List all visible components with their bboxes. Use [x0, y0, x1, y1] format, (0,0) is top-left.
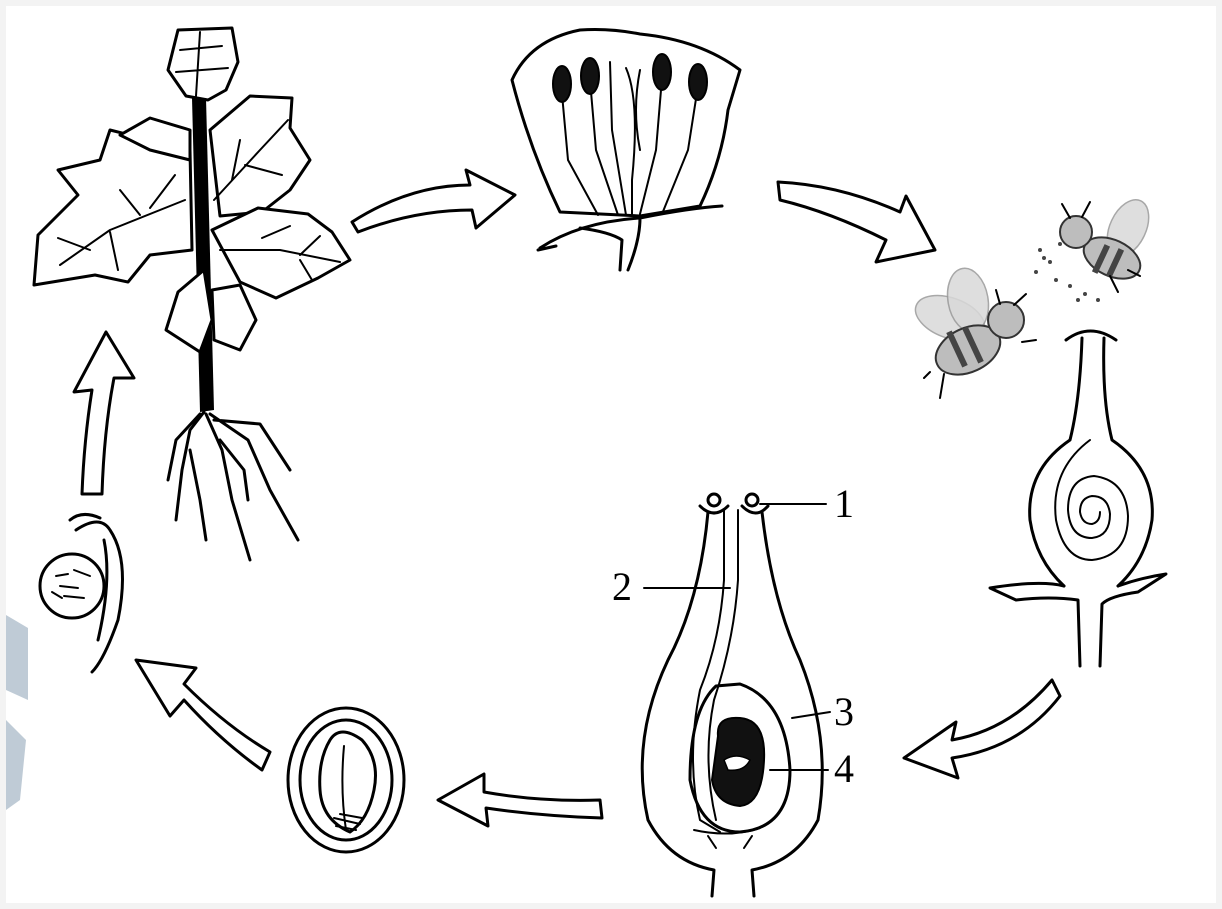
flower-petal-outline	[512, 30, 740, 217]
stigma-lobes	[700, 506, 768, 513]
pistil	[990, 331, 1166, 666]
edge-mark-bottom	[6, 720, 26, 810]
flower	[512, 30, 740, 271]
seed-coat-inner	[300, 720, 392, 840]
seedling-tip	[70, 514, 100, 520]
germinating-seed-contents	[52, 570, 90, 598]
plant-top-bud	[168, 28, 238, 100]
leaf-small-left	[166, 270, 212, 352]
pollen-grain-2	[746, 494, 758, 506]
label-2: 2	[612, 564, 632, 609]
arrow-plant-to-flower	[352, 170, 515, 232]
germinating-seed-coat	[40, 554, 104, 618]
anther-4	[689, 64, 707, 100]
leaf-right-upper	[210, 96, 310, 216]
diagram-canvas: 1 2 3 4	[6, 6, 1216, 903]
anther-3	[653, 54, 671, 90]
bee-lower	[909, 265, 1036, 398]
plant-roots	[168, 412, 298, 560]
bee-lower-head	[988, 302, 1024, 338]
arrow-seedling-to-plant	[74, 332, 134, 494]
seed-embryo	[320, 732, 376, 832]
leaf-right-lower	[212, 208, 350, 298]
plant-life-cycle-diagram: 1 2 3 4	[6, 6, 1216, 903]
leader-line-3	[792, 712, 830, 718]
label-1: 1	[834, 481, 854, 526]
pistil-outline	[1030, 331, 1153, 586]
seed	[288, 708, 404, 852]
seed-radicle	[334, 746, 362, 830]
pistil-base	[990, 574, 1166, 666]
ovary-section	[642, 494, 822, 896]
arrow-ovary-to-seed	[438, 774, 602, 826]
pollen-grain-1	[708, 494, 720, 506]
arrow-pistil-to-ovary	[904, 680, 1060, 778]
germinating-seed	[40, 514, 123, 672]
arrow-seed-to-seedling	[136, 660, 270, 770]
anther-1	[553, 66, 571, 102]
label-3: 3	[834, 689, 854, 734]
ovary-outer-wall	[642, 512, 822, 896]
leaf-small-right	[212, 285, 256, 350]
bee-upper	[1060, 193, 1157, 292]
label-4: 4	[834, 746, 854, 791]
edge-mark-top	[6, 615, 28, 700]
anther-2	[581, 58, 599, 94]
pistil-ovule-spiral	[1055, 440, 1128, 560]
arrow-flower-to-bees	[778, 182, 935, 262]
bee-upper-head	[1060, 216, 1092, 248]
